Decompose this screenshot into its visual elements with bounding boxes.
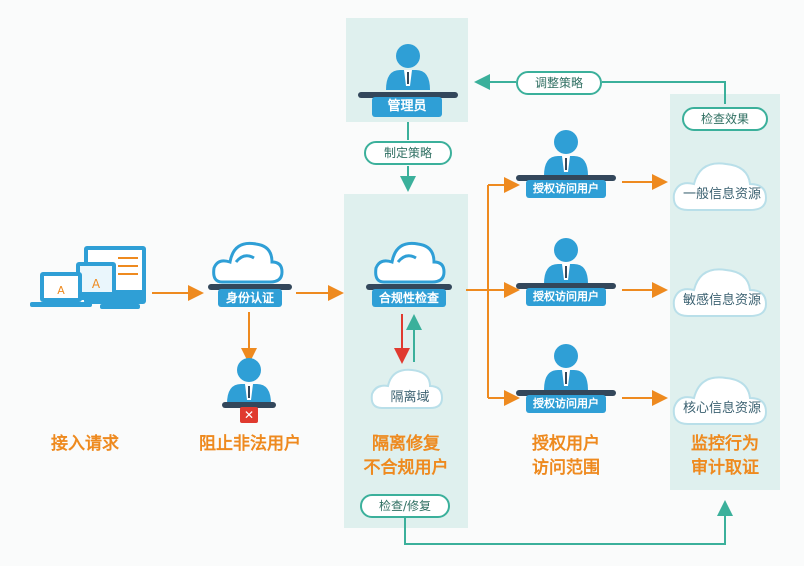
set-policy-badge: 制定策略 (364, 141, 452, 165)
svg-text:A: A (57, 284, 65, 297)
stage-monitor-1: 监控行为 (691, 434, 759, 454)
stage-authorize-1: 授权用户 (532, 434, 600, 454)
user-icon-1 (544, 130, 588, 176)
check-repair-badge: 检查/修复 (360, 494, 450, 518)
adjust-policy-badge: 调整策略 (516, 71, 602, 95)
authorized-user-label-3: 授权访问用户 (526, 395, 606, 413)
compliance-desk (366, 284, 452, 290)
stage-authorize-2: 访问范围 (532, 458, 600, 478)
admin-label: 管理员 (372, 97, 442, 117)
resource-sensitive: 敏感信息资源 (682, 293, 761, 308)
resource-general: 一般信息资源 (682, 187, 761, 202)
compliance-label: 合规性检查 (372, 289, 446, 307)
check-effect-badge: 检查效果 (682, 107, 768, 131)
user-desk-1 (516, 175, 616, 181)
authorized-user-label-2: 授权访问用户 (526, 288, 606, 306)
stage-access: 接入请求 (51, 434, 119, 454)
resource-core: 核心信息资源 (682, 401, 761, 416)
user-desk-3 (516, 390, 616, 396)
admin-desk (358, 92, 458, 98)
blocked-person-icon (227, 358, 271, 404)
stage-isolate-2: 不合规用户 (363, 458, 449, 478)
authorized-user-label-1: 授权访问用户 (526, 180, 606, 198)
blocked-desk (222, 402, 276, 408)
auth-desk (208, 284, 292, 290)
user-icon-2 (544, 238, 588, 284)
stage-block: 阻止非法用户 (199, 434, 301, 454)
svg-text:A: A (92, 277, 101, 291)
isolation-domain-label: 隔离域 (390, 390, 430, 405)
admin-person-icon (386, 44, 430, 90)
auth-label: 身份认证 (218, 289, 282, 307)
user-desk-2 (516, 283, 616, 289)
stage-isolate-1: 隔离修复 (372, 434, 440, 454)
blocked-x-icon: ✕ (240, 407, 258, 423)
stage-monitor-2: 审计取证 (691, 458, 759, 478)
user-icon-3 (544, 344, 588, 390)
